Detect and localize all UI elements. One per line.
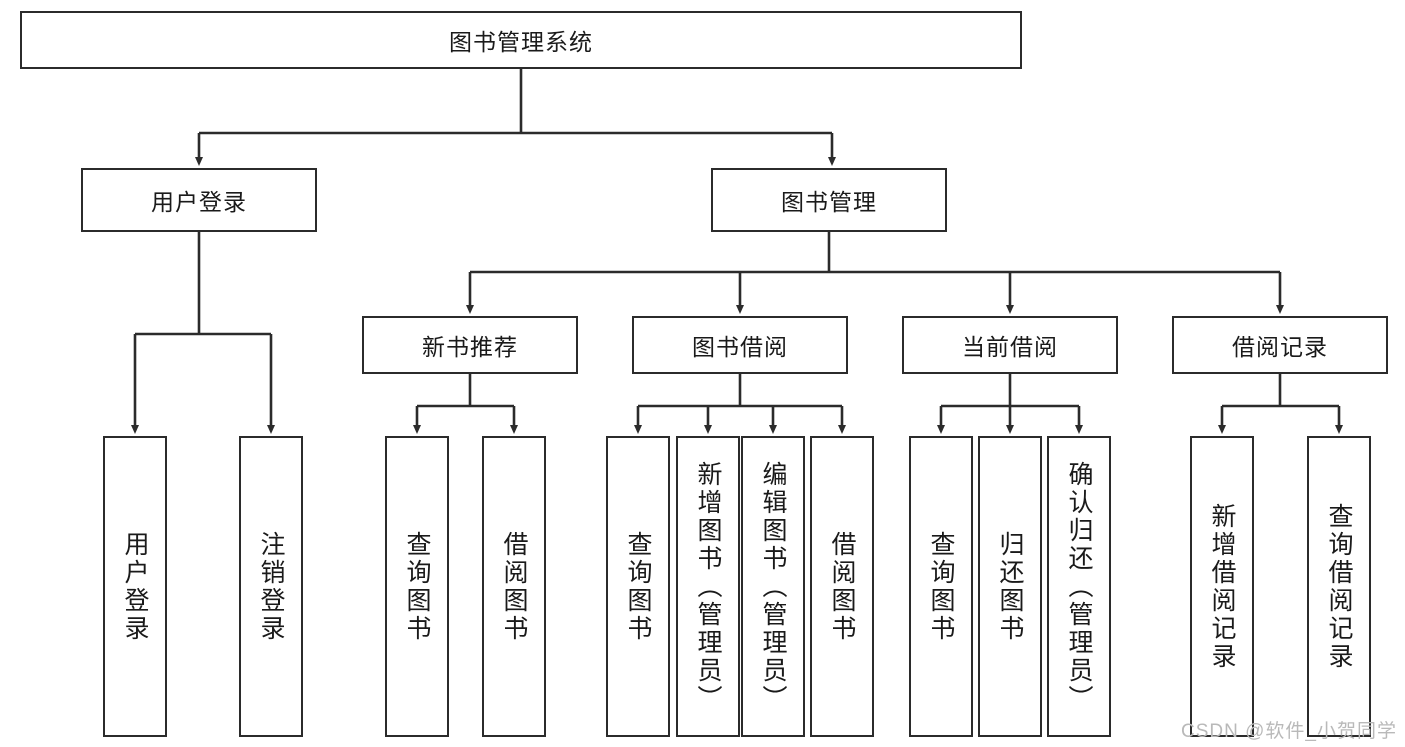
- node-label: 编辑图书（管理员）: [759, 460, 787, 713]
- node-root-book-management-system[interactable]: 图书管理系统: [20, 11, 1022, 69]
- node-label: 新书推荐: [422, 334, 518, 360]
- node-new-book-recommend[interactable]: 新书推荐: [362, 316, 578, 374]
- node-label: 图书借阅: [692, 334, 788, 360]
- node-label: 归还图书: [996, 530, 1024, 643]
- node-label: 查询借阅记录: [1325, 502, 1353, 671]
- leaf-book-borrow-4[interactable]: 借阅图书: [810, 436, 874, 737]
- node-label: 查询图书: [403, 530, 431, 643]
- leaf-borrow-record-2[interactable]: 查询借阅记录: [1307, 436, 1371, 737]
- leaf-current-borrow-1[interactable]: 查询图书: [909, 436, 973, 737]
- node-label: 图书管理系统: [449, 29, 593, 55]
- node-label: 当前借阅: [962, 334, 1058, 360]
- node-user-login[interactable]: 用户登录: [81, 168, 317, 232]
- node-label: 新增借阅记录: [1208, 502, 1236, 671]
- node-label: 图书管理: [781, 189, 877, 215]
- leaf-current-borrow-3[interactable]: 确认归还（管理员）: [1047, 436, 1111, 737]
- leaf-user-login-2[interactable]: 注销登录: [239, 436, 303, 737]
- node-book-management[interactable]: 图书管理: [711, 168, 947, 232]
- node-book-borrow[interactable]: 图书借阅: [632, 316, 848, 374]
- leaf-book-borrow-3[interactable]: 编辑图书（管理员）: [741, 436, 805, 737]
- leaf-new-book-recommend-2[interactable]: 借阅图书: [482, 436, 546, 737]
- leaf-current-borrow-2[interactable]: 归还图书: [978, 436, 1042, 737]
- node-borrow-record[interactable]: 借阅记录: [1172, 316, 1388, 374]
- node-label: 新增图书（管理员）: [694, 460, 722, 713]
- node-label: 借阅图书: [500, 530, 528, 643]
- node-label: 查询图书: [624, 530, 652, 643]
- node-label: 用户登录: [151, 189, 247, 215]
- node-label: 借阅图书: [828, 530, 856, 643]
- leaf-borrow-record-1[interactable]: 新增借阅记录: [1190, 436, 1254, 737]
- node-current-borrow[interactable]: 当前借阅: [902, 316, 1118, 374]
- leaf-book-borrow-1[interactable]: 查询图书: [606, 436, 670, 737]
- leaf-new-book-recommend-1[interactable]: 查询图书: [385, 436, 449, 737]
- node-label: 查询图书: [927, 530, 955, 643]
- node-label: 借阅记录: [1232, 334, 1328, 360]
- node-label: 用户登录: [121, 530, 149, 643]
- node-label: 注销登录: [257, 530, 285, 643]
- leaf-user-login-1[interactable]: 用户登录: [103, 436, 167, 737]
- node-label: 确认归还（管理员）: [1065, 460, 1093, 713]
- leaf-book-borrow-2[interactable]: 新增图书（管理员）: [676, 436, 740, 737]
